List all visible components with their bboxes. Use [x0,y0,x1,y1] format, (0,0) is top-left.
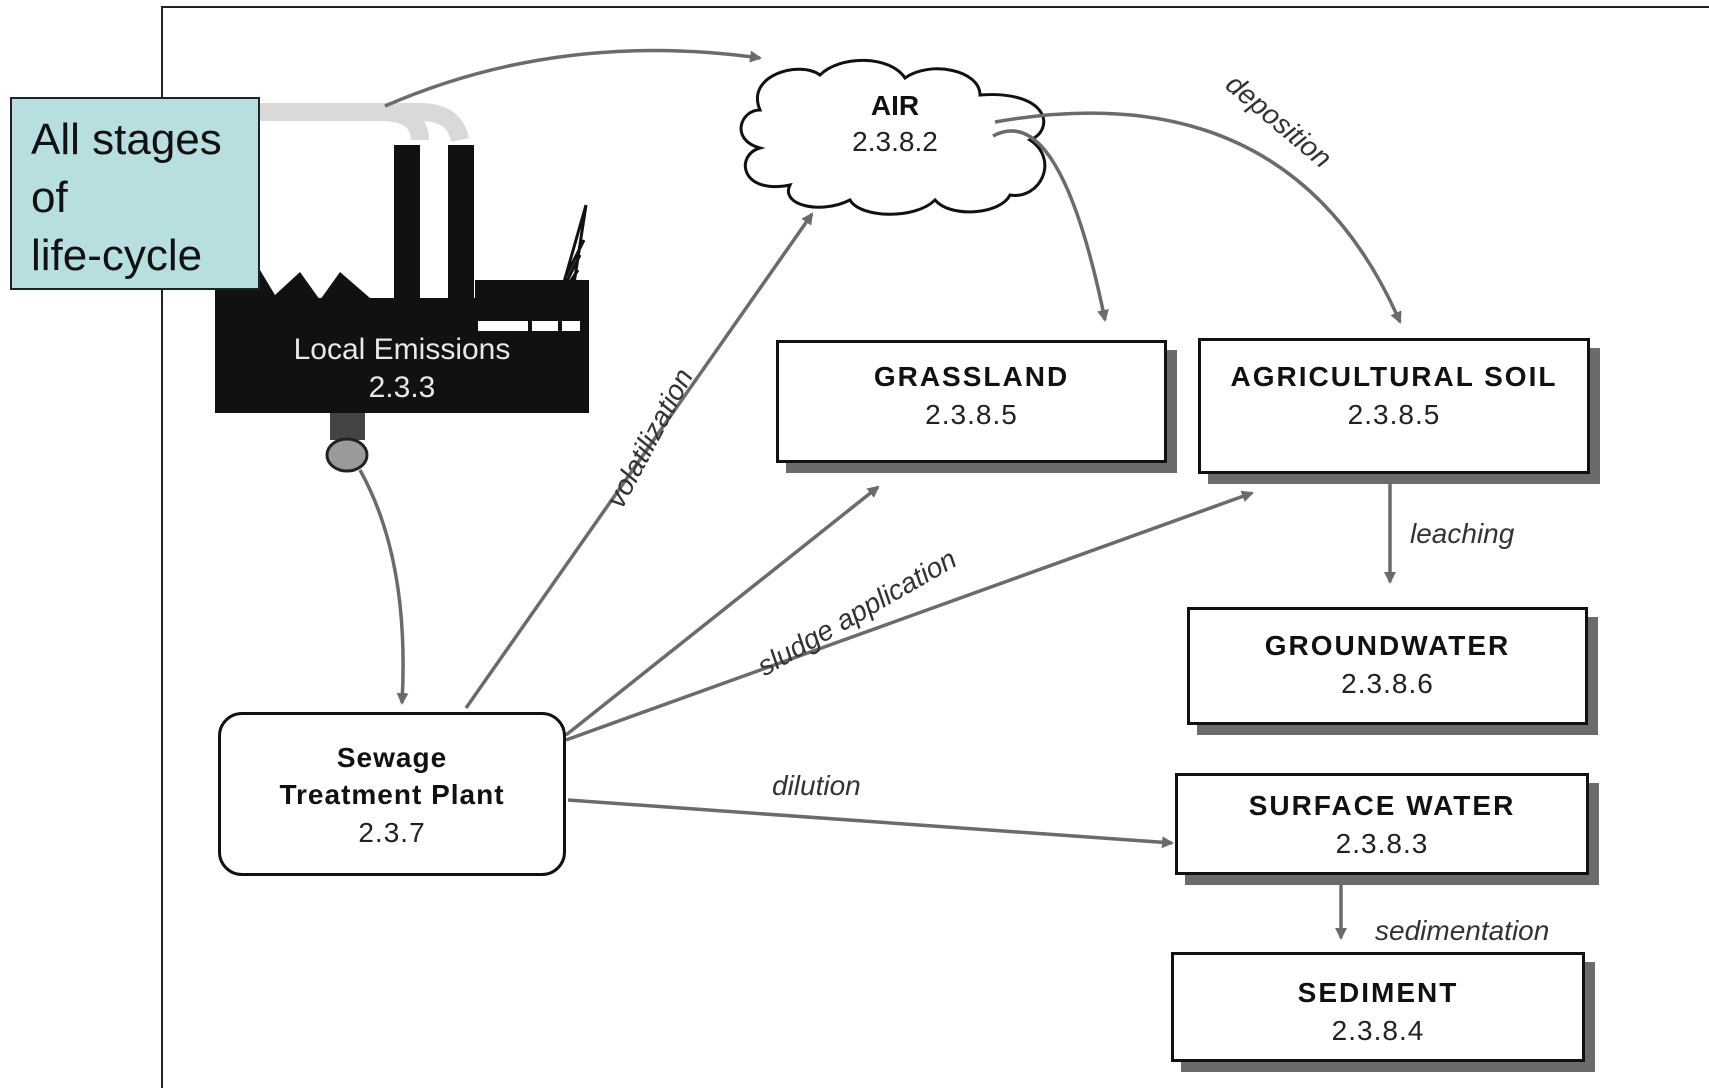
agricultural-soil-title: AGRICULTURAL SOIL [1230,361,1558,392]
leaching-label: leaching [1410,518,1515,549]
lifecycle-callout: All stages of life-cycle [10,97,260,290]
grassland-title: GRASSLAND [873,361,1070,392]
arrow-sludge-agri [565,490,1254,742]
smoke-trail [200,103,469,143]
sediment-node: SEDIMENT 2.3.8.4 [1171,952,1585,1062]
callout-line-2: of [31,173,68,222]
grassland-node: GRASSLAND 2.3.8.5 [776,340,1167,463]
groundwater-node: GROUNDWATER 2.3.8.6 [1187,607,1588,725]
sedimentation-label: sedimentation [1375,915,1550,946]
sediment-title: SEDIMENT [1297,977,1459,1008]
arrow-deposition-agri [994,111,1402,324]
diagram-frame [161,6,1709,1088]
factory-icon [215,145,589,413]
arrow-emission-to-stp [358,469,409,705]
agricultural-soil-node: AGRICULTURAL SOIL 2.3.8.5 [1198,338,1590,474]
dilution-label: dilution [772,770,861,801]
arrow-deposition-grass [992,129,1109,322]
groundwater-title: GROUNDWATER [1264,630,1511,661]
agricultural-soil-number: 2.3.8.5 [1347,399,1441,430]
outfall-pipe-icon [325,413,369,473]
grassland-number: 2.3.8.5 [925,399,1018,430]
air-number: 2.3.8.2 [852,126,938,157]
crane-icon [554,204,588,311]
stp-title-line1: Sewage [336,742,448,773]
callout-line-1: All stages [31,115,222,164]
air-node: AIR 2.3.8.2 [800,90,990,158]
arrow-volatilization [464,212,814,710]
surface-water-number: 2.3.8.3 [1335,828,1429,859]
groundwater-number: 2.3.8.6 [1341,668,1434,699]
sediment-number: 2.3.8.4 [1331,1015,1425,1046]
arrow-dilution [567,798,1174,849]
arrow-sludge-grass [564,485,880,737]
surface-water-title: SURFACE WATER [1248,790,1516,821]
emissions-number: 2.3.3 [368,371,436,404]
surface-water-node: SURFACE WATER 2.3.8.3 [1175,773,1589,875]
sewage-treatment-plant-node: Sewage Treatment Plant 2.3.7 [218,712,566,876]
emissions-title: Local Emissions [293,333,511,366]
air-cloud [739,58,1047,216]
stp-title-line2: Treatment Plant [279,779,505,810]
emissions-label: Local Emissions 2.3.3 [215,333,589,405]
air-title: AIR [870,90,920,121]
stp-number: 2.3.7 [358,817,426,848]
arrow-emission-to-air [384,48,762,108]
callout-line-3: life-cycle [31,231,203,280]
